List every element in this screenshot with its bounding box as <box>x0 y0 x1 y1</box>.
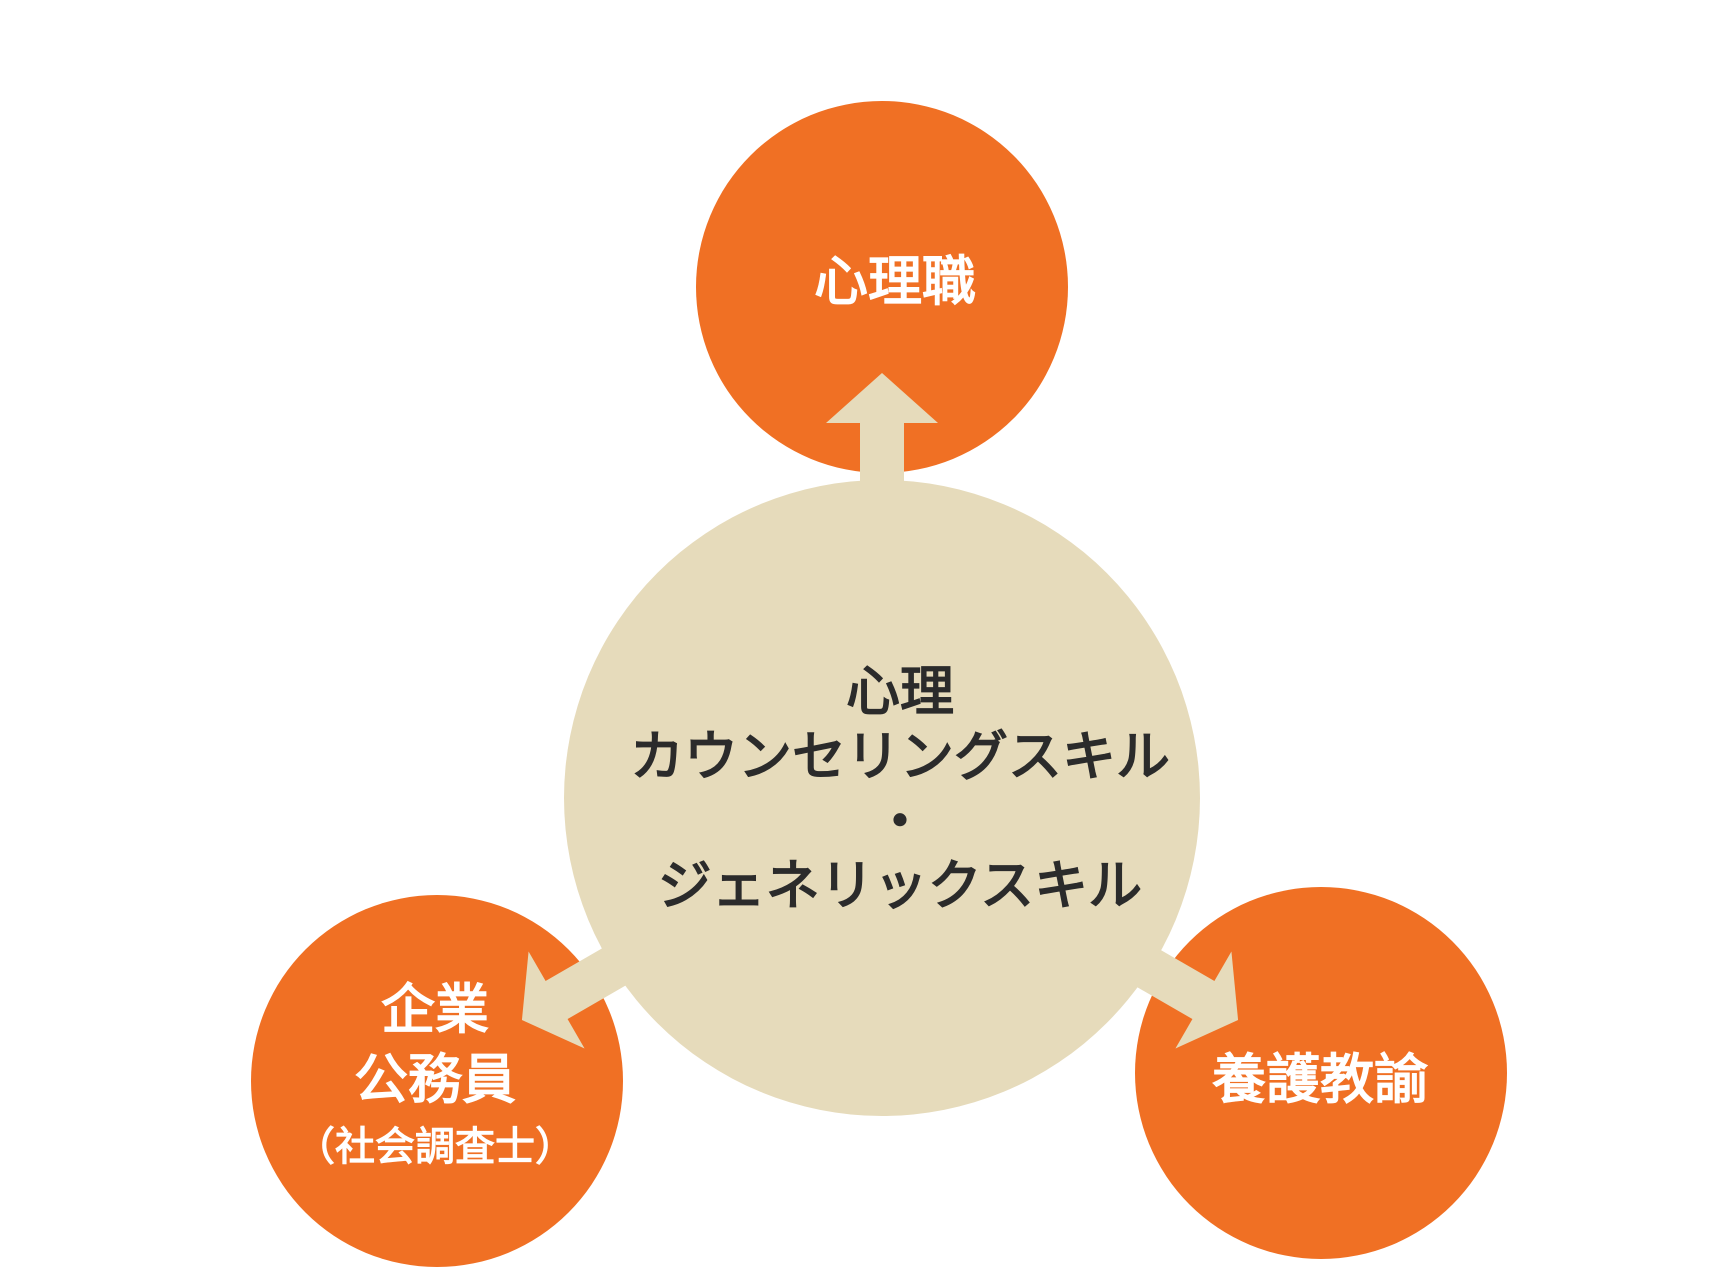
center-line-2: カウンセリングスキル <box>630 724 1170 788</box>
center-line-3: ・ <box>873 789 927 853</box>
right-node-label: 養護教諭 <box>1120 1048 1520 1112</box>
top-node-label: 心理職 <box>695 250 1095 314</box>
left-node-label: 企業 公務員 （社会調査士） <box>240 975 630 1173</box>
left-line-2: 公務員 <box>354 1048 516 1112</box>
top-circle <box>696 101 1068 473</box>
center-node-label: 心理 カウンセリングスキル ・ ジェネリックスキル <box>560 660 1240 919</box>
right-node-text: 養護教諭 <box>1212 1048 1428 1111</box>
left-line-3: （社会調査士） <box>295 1124 575 1171</box>
center-line-1: 心理 <box>846 660 954 723</box>
top-node-text: 心理職 <box>814 250 976 313</box>
left-line-1: 企業 <box>381 978 489 1041</box>
center-circle <box>564 480 1200 1116</box>
center-line-4: ジェネリックスキル <box>657 854 1143 918</box>
